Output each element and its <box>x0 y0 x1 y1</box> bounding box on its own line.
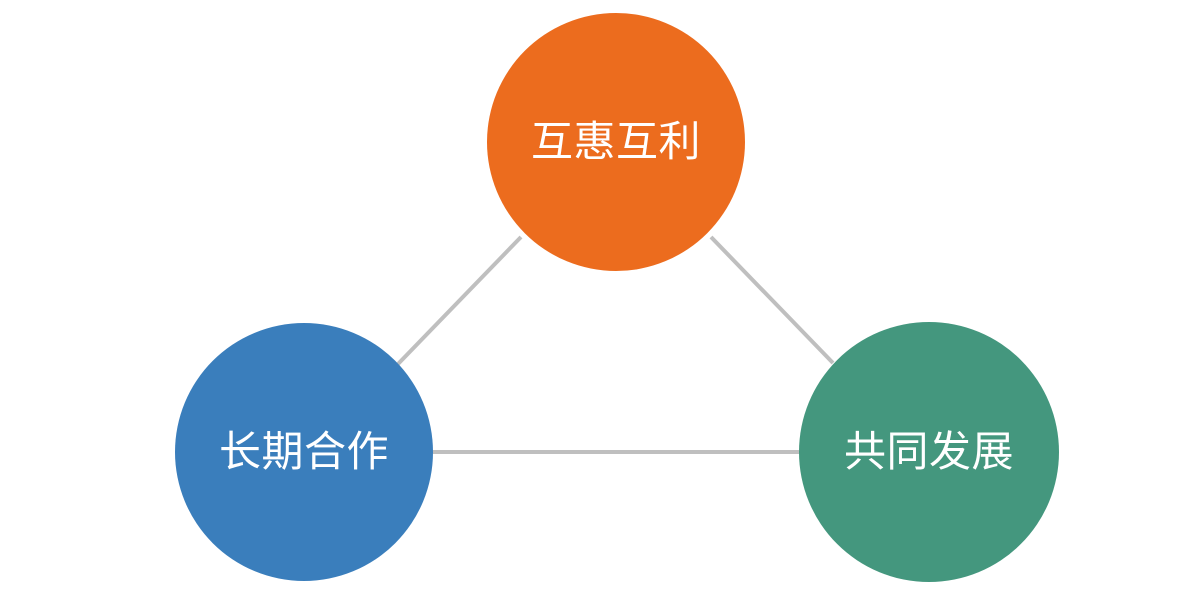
node-label-common-development: 共同发展 <box>843 428 1014 475</box>
node-common-development[interactable]: 共同发展 <box>799 322 1059 582</box>
node-long-term-cooperation[interactable]: 长期合作 <box>175 323 433 581</box>
node-label-mutual-benefit: 互惠互利 <box>530 118 701 165</box>
node-label-long-term-cooperation: 长期合作 <box>218 428 389 475</box>
connector-top-right <box>709 235 835 365</box>
connector-left-top <box>396 235 523 366</box>
node-mutual-benefit[interactable]: 互惠互利 <box>487 13 745 271</box>
